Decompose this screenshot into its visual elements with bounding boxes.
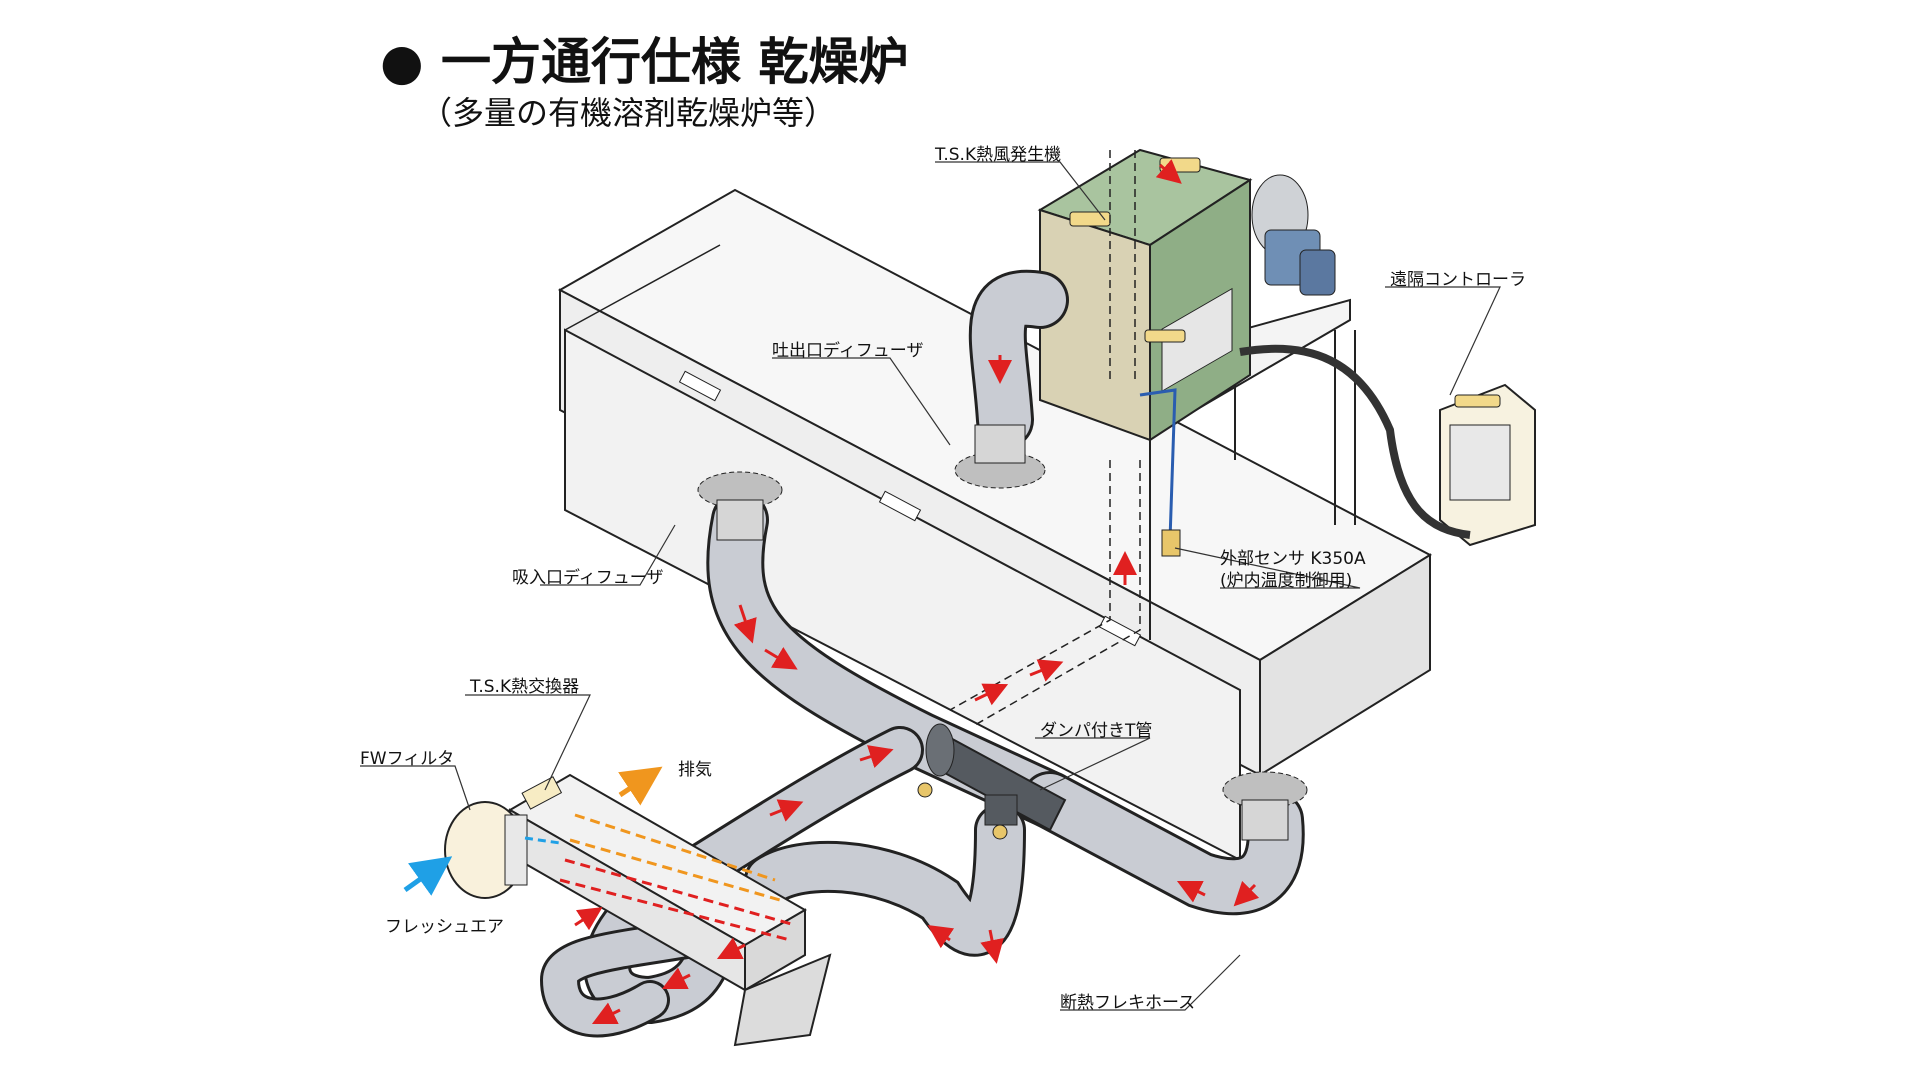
exchanger-dashes-blue bbox=[524, 836, 561, 845]
label-hot-air-generator: T.S.K熱風発生機 bbox=[935, 145, 1062, 165]
label-external-sensor: 外部センサ K350A (炉内温度制御用) bbox=[1220, 548, 1366, 592]
flow-arrow-return-2 bbox=[1233, 880, 1260, 907]
flow-arrow-duct-2 bbox=[974, 683, 1009, 706]
flow-arrow-hose-6 bbox=[591, 1002, 621, 1025]
flow-arrow-exchanger bbox=[716, 937, 746, 960]
inlet-diffuser bbox=[697, 471, 783, 541]
return-diffuser bbox=[1222, 771, 1308, 841]
exchanger-dashes-red-2 bbox=[564, 858, 796, 927]
damper-t-pipe bbox=[917, 723, 1067, 840]
fresh-air-arrow bbox=[403, 856, 453, 896]
flow-arrow-inlet-2 bbox=[764, 646, 798, 670]
fw-filter bbox=[444, 801, 528, 899]
label-inlet-diffuser: 吸入口ディフューザ bbox=[512, 568, 664, 588]
label-fw-filter: FWフィルタ bbox=[360, 749, 455, 769]
flow-arrow-inlet bbox=[733, 604, 757, 644]
exchanger-dashes-orange-2 bbox=[574, 813, 776, 882]
flow-arrow-hose-2 bbox=[769, 799, 804, 822]
page-title: ● 一方通行仕様 乾燥炉 bbox=[380, 33, 909, 91]
leader-lines bbox=[360, 161, 1501, 1011]
external-sensor bbox=[1139, 388, 1181, 557]
page-subtitle: （多量の有機溶剤乾燥炉等） bbox=[420, 94, 837, 132]
internal-duct bbox=[949, 150, 1141, 726]
outlet-diffuser bbox=[954, 424, 1046, 489]
flow-arrow-hose-5 bbox=[574, 907, 603, 931]
label-fresh-air: フレッシュエア bbox=[385, 917, 504, 937]
heat-exchanger bbox=[508, 773, 832, 1047]
label-damper-t-pipe: ダンパ付きT管 bbox=[1040, 721, 1153, 741]
insulated-hoses bbox=[539, 269, 1305, 1038]
hot-air-generator bbox=[1037, 148, 1336, 442]
label-heat-exchanger: T.S.K熱交換器 bbox=[470, 677, 580, 697]
flow-arrow-generator-top bbox=[1155, 159, 1182, 184]
exchanger-dashes-orange bbox=[569, 838, 781, 902]
flow-arrows bbox=[403, 159, 1260, 1025]
remote-controller bbox=[1239, 344, 1536, 547]
label-exhaust: 排気 bbox=[678, 760, 712, 780]
flow-arrow-hose-1 bbox=[859, 745, 894, 769]
flow-arrow-hose-4 bbox=[927, 925, 955, 949]
label-outlet-diffuser: 吐出口ディフューザ bbox=[772, 341, 924, 361]
flow-arrow-return-1 bbox=[1176, 880, 1206, 903]
label-remote-controller: 遠隔コントローラ bbox=[1390, 270, 1526, 290]
exhaust-arrow bbox=[618, 766, 663, 806]
flow-arrow-duct-1 bbox=[1029, 659, 1064, 682]
label-external-sensor-line1: 外部センサ K350A bbox=[1220, 549, 1366, 569]
exchanger-dashes-red bbox=[559, 878, 791, 942]
flow-arrow-hose-3 bbox=[980, 929, 1004, 964]
label-insulated-hose: 断熱フレキホース bbox=[1060, 993, 1196, 1013]
flow-arrow-hose-7 bbox=[661, 967, 691, 990]
label-external-sensor-line2: (炉内温度制御用) bbox=[1220, 571, 1353, 591]
